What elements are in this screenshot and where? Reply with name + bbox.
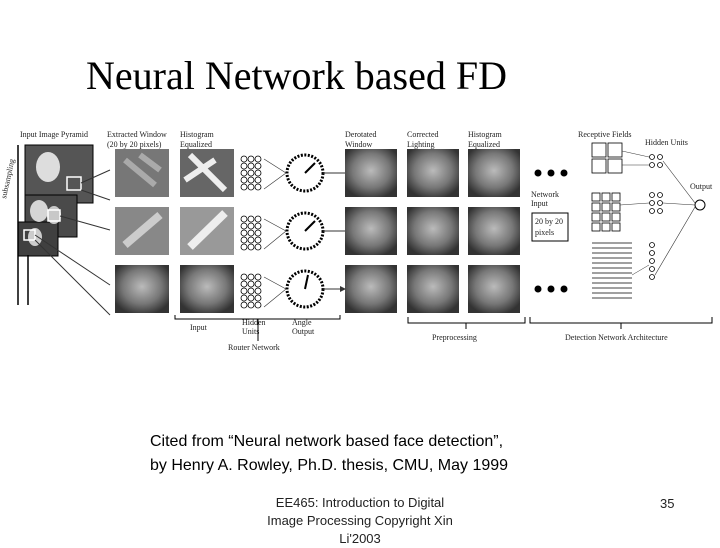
- label-angle-2: Output: [292, 327, 315, 336]
- label-extracted-window: Extracted Window: [107, 130, 167, 139]
- label-router-network: Router Network: [228, 343, 280, 352]
- label-hidden-2: Units: [242, 327, 259, 336]
- page-number: 35: [660, 496, 675, 511]
- label-input-pyramid: Input Image Pyramid: [20, 130, 88, 139]
- label-pixels-1: 20 by 20: [535, 217, 563, 226]
- face-row-3: [115, 265, 520, 313]
- slide-title: Neural Network based FD: [86, 53, 507, 98]
- footer-line-1: EE465: Introduction to Digital: [275, 495, 445, 510]
- hidden-units: [649, 154, 663, 280]
- footer-line-2: Image Processing Copyright Xin: [267, 513, 453, 528]
- label-hist2-2: Equalized: [468, 140, 500, 149]
- label-output: Output: [690, 182, 713, 191]
- output-unit: [694, 199, 706, 211]
- label-hidden-units: Hidden Units: [645, 138, 688, 147]
- label-hist-eq-2: Equalized: [180, 140, 212, 149]
- input-image-pyramid: [17, 144, 94, 305]
- face-row-2: [115, 207, 520, 255]
- network-input-box: [531, 212, 569, 242]
- label-corrected-1: Corrected: [407, 130, 439, 139]
- label-detection-arch: Detection Network Architecture: [565, 333, 668, 342]
- citation-line-2: by Henry A. Rowley, Ph.D. thesis, CMU, M…: [150, 457, 509, 474]
- footer-line-3: Li'2003: [339, 531, 381, 546]
- label-receptive-fields: Receptive Fields: [578, 130, 632, 139]
- label-hist2-1: Histogram: [468, 130, 503, 139]
- label-window-size: (20 by 20 pixels): [107, 140, 162, 149]
- label-input: Input: [190, 323, 208, 332]
- label-preprocessing: Preprocessing: [432, 333, 477, 342]
- label-angle-1: Angle: [292, 318, 312, 327]
- label-network-input-1: Network: [531, 190, 559, 199]
- label-subsampling: subsampling: [0, 158, 16, 199]
- footer-copyright: EE465: Introduction to Digital Image Pro…: [232, 494, 488, 548]
- label-corrected-2: Lighting: [407, 140, 435, 149]
- label-derotated-1: Derotated: [345, 130, 377, 139]
- receptive-stripes: [592, 242, 632, 299]
- label-network-input-2: Input: [531, 199, 549, 208]
- face-row-1: [115, 149, 520, 197]
- citation-line-1: Cited from “Neural network based face de…: [150, 433, 504, 450]
- router-network-rows: [240, 153, 345, 309]
- label-pixels-2: pixels: [535, 228, 554, 237]
- neural-network-diagram: Input Image Pyramid subsampling Extracte…: [0, 130, 713, 352]
- citation: Cited from “Neural network based face de…: [150, 430, 508, 478]
- label-derotated-2: Window: [345, 140, 372, 149]
- label-hidden-1: Hidden: [242, 318, 266, 327]
- receptive-fields: [591, 142, 623, 232]
- label-hist-eq-1: Histogram: [180, 130, 215, 139]
